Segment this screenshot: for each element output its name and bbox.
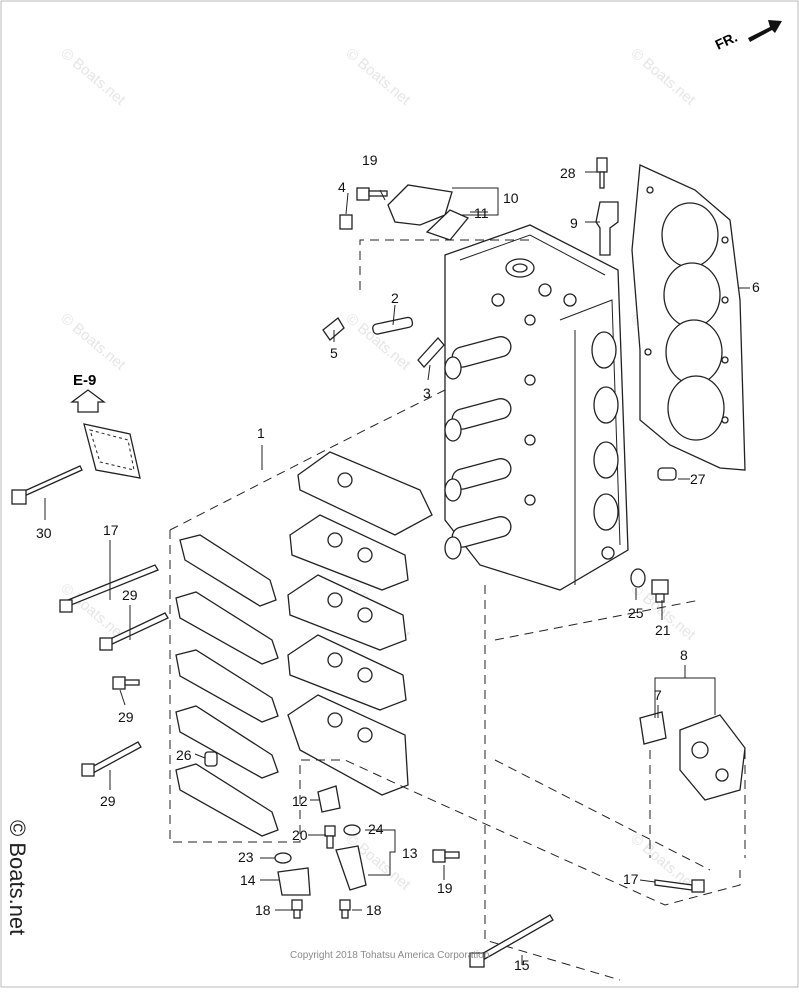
callout-13: 13 [402,845,418,861]
callout-16: 17 [103,522,119,538]
callout-2: 2 [391,290,399,306]
callout-6: 6 [752,279,760,295]
callout-26: 27 [690,471,706,487]
callout-12: 12 [292,793,308,809]
callout-20: 20 [292,827,308,843]
callout-23: 24 [368,821,384,837]
cam-holders-left [175,534,279,837]
callout-25: 26 [176,747,192,763]
callout-15: 15 [514,957,530,973]
callout-3: 3 [423,385,431,401]
front-arrow-icon [748,20,782,42]
head-gasket [631,164,746,471]
ref-part-bracket [83,423,141,479]
small-parts [11,157,746,968]
callout-10: 10 [503,190,519,206]
watermark-text: © Boats.net [57,45,129,109]
callout-9: 9 [570,215,578,231]
front-label: FR. [713,29,740,53]
leader-lines [44,171,750,965]
reference-e9: E-9 [70,372,141,479]
front-direction-indicator: FR. [713,20,782,53]
callout-17: 17 [623,871,639,887]
callout-1: 1 [257,425,265,441]
callout-29-lower: 29 [100,793,116,809]
callout-19-lower: 19 [437,880,453,896]
up-arrow-icon [70,389,106,413]
callout-19: 19 [362,152,378,168]
copyright-text: Copyright 2018 Tohatsu America Corporati… [290,950,490,961]
assembly-outlines [169,239,746,981]
callout-14: 14 [240,872,256,888]
watermark-text: © Boats.net [57,310,129,374]
callout-22: 23 [238,849,254,865]
cylinder-head [444,224,629,591]
watermark-text: © Boats.net [627,45,699,109]
callout-5: 5 [330,345,338,361]
callout-8: 8 [680,647,688,663]
reference-label: E-9 [73,372,96,389]
side-watermark: © Boats.net [5,820,30,936]
callout-30: 30 [36,525,52,541]
callout-4: 4 [338,179,346,195]
callout-11: 11 [474,205,489,221]
callout-29-upper: 29 [122,587,138,603]
callout-27: 28 [560,165,576,181]
callout-18-right: 18 [366,902,382,918]
callout-18-left: 18 [255,902,271,918]
callout-7: 7 [654,687,662,703]
callout-21: 21 [655,622,671,638]
watermark-text: © Boats.net [342,45,414,109]
cam-holders-right [287,451,433,796]
callout-24: 25 [628,605,644,621]
callout-28: 29 [118,709,134,725]
callout-labels: 19 4 10 11 28 9 6 2 3 5 1 27 30 17 29 25… [36,152,760,973]
